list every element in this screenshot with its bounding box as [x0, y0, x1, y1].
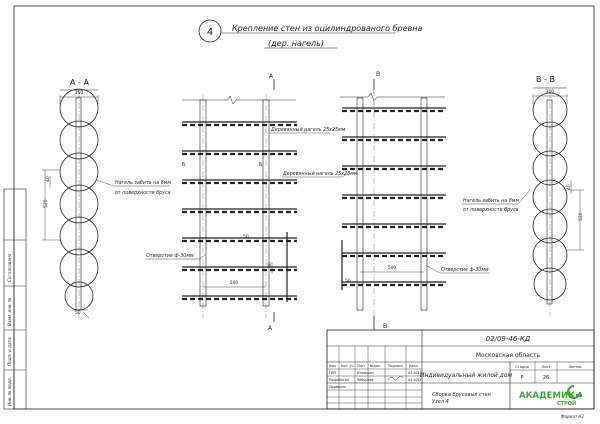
stage-header: Стадия	[515, 365, 528, 369]
hole-note-front: Отверстие ф-30мм	[145, 253, 207, 260]
front-hole-dim: 80	[267, 262, 273, 268]
front-edge-dim: 50	[243, 234, 249, 240]
front-elevation: А А Б	[182, 73, 297, 332]
section-aa: А - А 350 520 40 50	[42, 78, 99, 319]
back-elevation: В В 500 50	[340, 71, 446, 330]
section-bb-height-dim: 520 40	[566, 180, 584, 251]
section-bb-height: 520	[578, 212, 584, 221]
col-header: Изм	[329, 364, 336, 368]
hole-note-front-text: Отверстие ф-30мм	[146, 253, 194, 259]
col-header: Кол. уч.	[341, 364, 355, 368]
stage-value: Р	[520, 375, 523, 381]
cut-b-small-left: Б	[182, 162, 186, 168]
dowel-note-back-text: Деревянный нагель 25х25мм	[282, 171, 358, 177]
detail-number: 4	[207, 27, 213, 38]
signature	[387, 375, 404, 381]
section-aa-height: 520	[43, 199, 49, 208]
section-bb-side: 40	[566, 184, 572, 190]
logo-sub: СТРОЙ	[557, 399, 576, 407]
developer-name: Чибураев	[357, 378, 374, 382]
object-name: Индивидуальный жилой дом	[420, 372, 513, 379]
col-header: Дата	[409, 364, 418, 368]
left-strip: Согласовано Взам. инв. № Подп. и дата Ин…	[3, 188, 27, 410]
section-aa-bottom: 50	[75, 310, 81, 316]
nail-note-right-line1: Нагель забить на 8мм	[463, 198, 519, 204]
strip-field-inv: Инв. № подл.	[7, 377, 12, 406]
nail-note-left: Нагель забить на 8мм от поверхности брус…	[95, 179, 171, 196]
dowel-note-back: Деревянный нагель 25х25мм	[282, 171, 358, 178]
section-aa-height-dim: 520 40	[42, 169, 60, 241]
gip-date: 03.2017	[408, 371, 422, 375]
detail-number-circle	[198, 19, 222, 43]
region: Московская область	[476, 352, 541, 359]
drawing-sub: Узел 4	[432, 399, 449, 405]
cut-a-bottom: А	[268, 325, 273, 332]
sheet-header: Лист	[542, 365, 551, 369]
back-span: 500	[388, 265, 397, 271]
strip-field-agreed: Согласовано	[7, 253, 12, 282]
role-developer: Разработал	[329, 378, 349, 382]
doc-code: 02/09-46-КД	[486, 335, 531, 343]
sheet-value: 26	[543, 375, 549, 381]
nail-note-left-line2: от поверхности бруса	[115, 190, 171, 196]
logo-main: АКАДЕМИК	[519, 391, 575, 401]
section-aa-dowel	[75, 97, 82, 311]
column-headers: Изм Кол. уч. Лист №док. Подпись Дата	[329, 364, 418, 368]
dowel-note-front-text: Деревянный нагель 25х25мм	[270, 127, 346, 133]
section-bb: В - В 300 520 40	[532, 75, 584, 316]
col-header: №док.	[370, 364, 381, 368]
col-header: Подпись	[388, 364, 403, 368]
nail-note-right: Нагель забить на 8мм от поверхности брус…	[462, 189, 531, 213]
sheets-header: Листов	[568, 365, 581, 369]
section-aa-side: 40	[45, 176, 51, 182]
detail-title: Крепление стен из оцилиндрованого бревна	[232, 24, 422, 33]
title-block: 02/09-46-КД Московская область Индивидуа…	[326, 329, 595, 410]
developer-date: 03.2017	[408, 378, 422, 382]
strip-field-replace: Взам. инв. №	[7, 297, 12, 326]
dowel-note-front: Деревянный нагель 25х25мм	[270, 127, 346, 134]
format-label: Формат А3	[561, 414, 584, 419]
drawing-name: Сборка брусовых стен	[432, 392, 492, 398]
detail-subtitle: (дер. нагель)	[268, 39, 324, 48]
strip-field-sign-date: Подп. и дата	[7, 337, 12, 366]
nail-note-left-line1: Нагель забить на 8мм	[115, 180, 171, 186]
role-gip: ГИП	[329, 371, 336, 375]
front-span: 500	[230, 280, 239, 286]
hole-note-back-text: Отверстие ф-30мм	[441, 267, 489, 273]
gip-name: Ильюшин	[357, 371, 374, 375]
section-aa-label: А - А	[70, 78, 89, 87]
role-checker: Проверил	[329, 385, 346, 389]
cut-b-top: В	[376, 71, 380, 78]
back-edge-dim: 50	[345, 278, 351, 284]
company-logo: АКАДЕМИК СТРОЙ	[519, 385, 582, 407]
cut-b-bottom: В	[383, 323, 387, 330]
nail-note-right-line2: от поверхности бруса	[463, 207, 519, 213]
section-bb-dowel	[546, 99, 553, 305]
cut-a-top: А	[269, 73, 274, 80]
cut-b-small-right: Б	[259, 162, 263, 168]
hole-note-back: Отверстие ф-30мм	[426, 265, 490, 274]
col-header: Лист	[357, 364, 365, 368]
section-bb-label: В - В	[536, 75, 555, 84]
detail-header: 4 Крепление стен из оцилиндрованого брев…	[198, 19, 422, 49]
